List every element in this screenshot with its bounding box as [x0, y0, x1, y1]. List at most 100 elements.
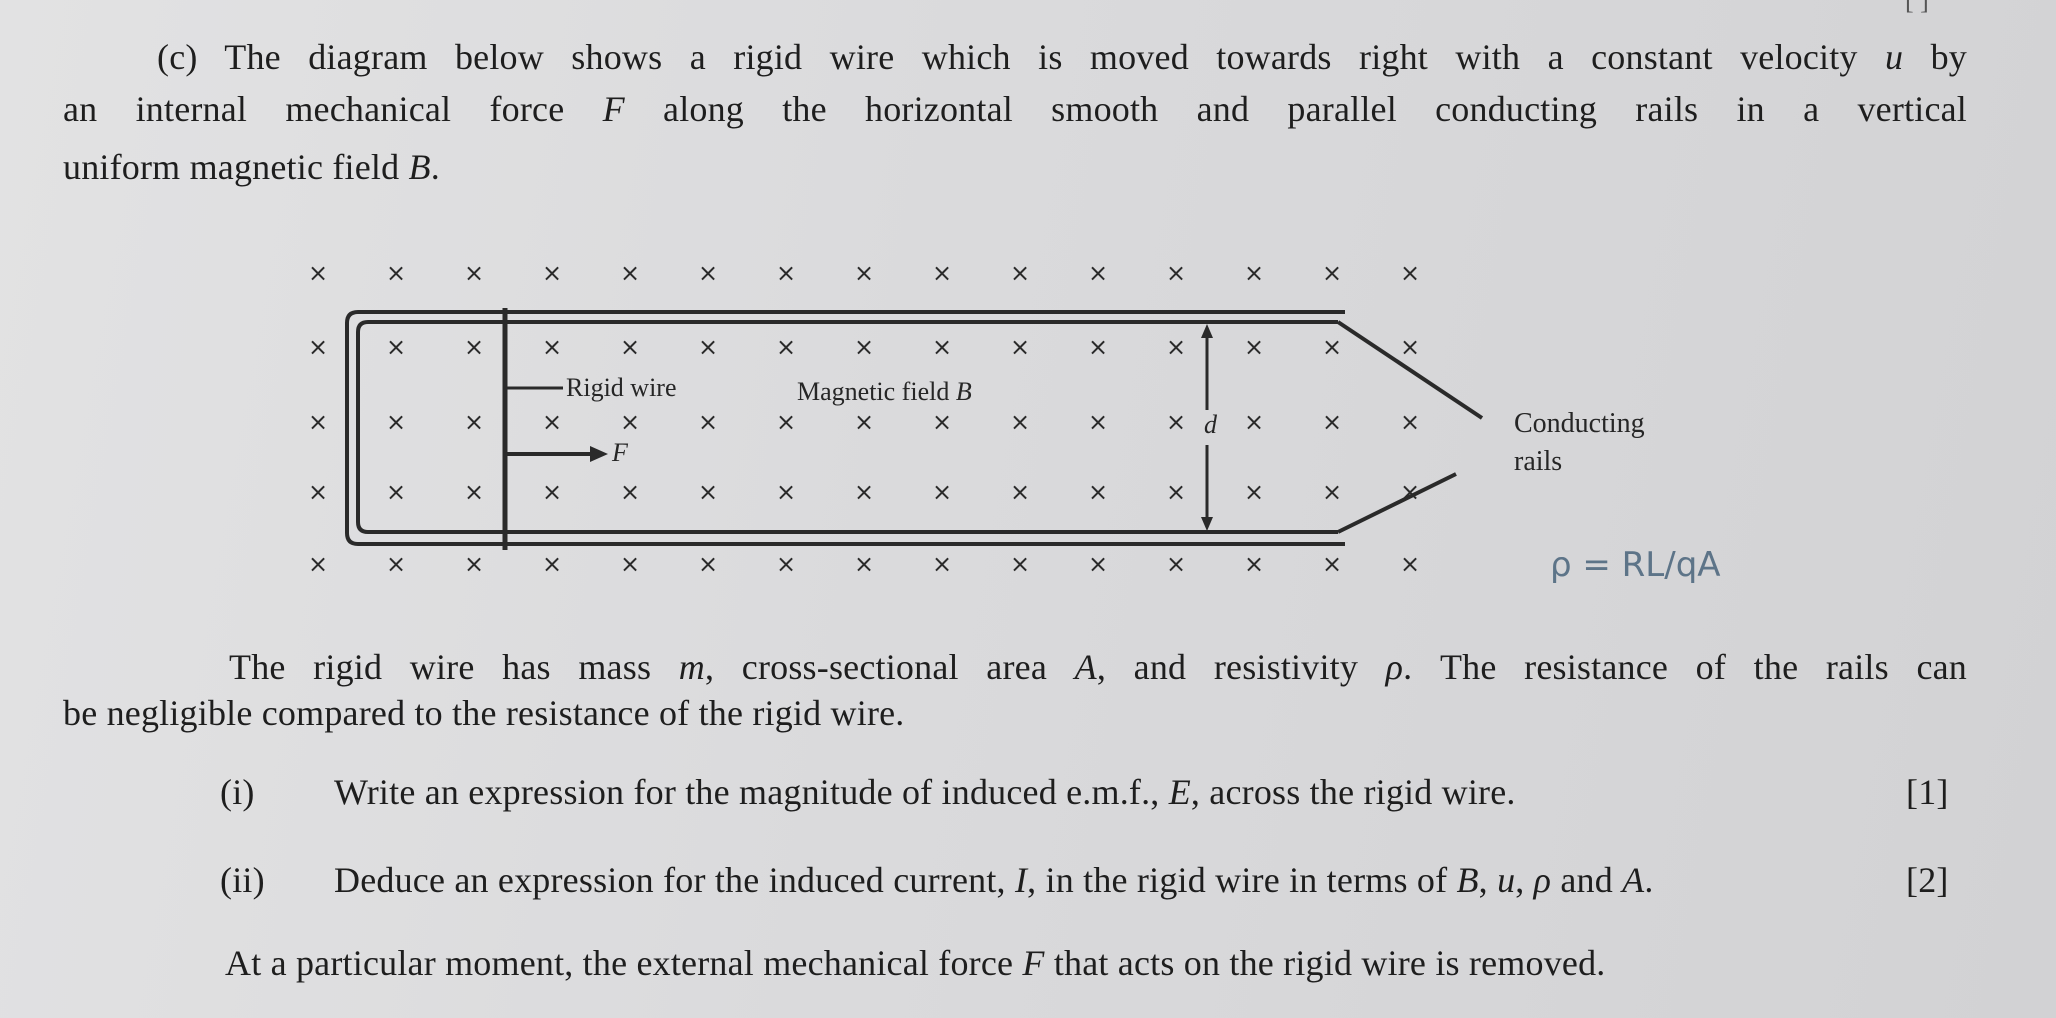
field-cross: × [1399, 259, 1421, 287]
force-arrowhead [590, 446, 608, 462]
field-cross: × [307, 550, 329, 578]
field-cross: × [541, 550, 563, 578]
field-cross: × [931, 408, 953, 436]
field-cross: × [463, 550, 485, 578]
field-cross: × [697, 333, 719, 361]
field-cross: × [463, 478, 485, 506]
field-cross: × [1243, 333, 1265, 361]
d-arrowhead-bottom [1201, 517, 1213, 531]
field-cross: × [853, 478, 875, 506]
field-cross: × [1165, 550, 1187, 578]
field-cross: × [385, 478, 407, 506]
field-cross: × [1321, 408, 1343, 436]
field-cross: × [1243, 259, 1265, 287]
intro-line-2: an internal mechanical force F along the… [63, 89, 1968, 129]
field-cross: × [1399, 550, 1421, 578]
field-cross: × [1087, 333, 1109, 361]
field-cross: × [775, 550, 797, 578]
field-cross: × [385, 259, 407, 287]
field-cross: × [541, 259, 563, 287]
field-cross: × [1087, 408, 1109, 436]
field-cross: × [619, 550, 641, 578]
field-cross: × [385, 333, 407, 361]
field-cross: × [931, 333, 953, 361]
magnetic-field-label: Magnetic field B [797, 377, 972, 406]
field-cross: × [1009, 550, 1031, 578]
field-cross: × [853, 333, 875, 361]
field-cross: × [775, 478, 797, 506]
field-cross: × [1087, 478, 1109, 506]
corner-mark: [ ] [1905, 0, 1929, 15]
field-cross: × [541, 478, 563, 506]
field-cross: × [463, 259, 485, 287]
rails-label-line-1: Conducting [1514, 408, 1645, 439]
field-cross: × [1087, 259, 1109, 287]
field-cross: × [619, 333, 641, 361]
field-cross: × [1399, 333, 1421, 361]
field-cross: × [1009, 408, 1031, 436]
rigid-wire-label: Rigid wire [566, 373, 677, 402]
field-cross: × [775, 259, 797, 287]
field-cross: × [775, 333, 797, 361]
d-arrowhead-top [1201, 324, 1213, 338]
field-cross: × [1165, 333, 1187, 361]
field-cross: × [1009, 333, 1031, 361]
rail-pointer-bottom [1337, 472, 1457, 534]
field-cross: × [307, 333, 329, 361]
field-cross: × [463, 408, 485, 436]
field-cross: × [1243, 550, 1265, 578]
field-cross: × [1243, 408, 1265, 436]
field-cross: × [1165, 478, 1187, 506]
field-cross: × [697, 478, 719, 506]
field-cross: × [619, 259, 641, 287]
field-cross: × [619, 478, 641, 506]
question-marks: [1] [1906, 772, 1949, 812]
question-text: Write an expression for the magnitude of… [334, 772, 1516, 812]
field-cross: × [541, 333, 563, 361]
question-text: Deduce an expression for the induced cur… [334, 860, 1654, 900]
field-cross: × [307, 478, 329, 506]
question-number: (i) [220, 772, 255, 812]
field-cross: × [1009, 478, 1031, 506]
field-cross: × [1165, 259, 1187, 287]
intro-line-1: (c) The diagram below shows a rigid wire… [157, 37, 1967, 77]
inner-rail [356, 320, 1338, 534]
field-cross: × [307, 259, 329, 287]
field-cross: × [853, 550, 875, 578]
field-cross: × [1321, 259, 1343, 287]
field-cross: × [1321, 550, 1343, 578]
field-cross: × [775, 408, 797, 436]
question-number: (ii) [220, 860, 265, 900]
field-cross: × [853, 259, 875, 287]
field-cross: × [1009, 259, 1031, 287]
field-cross: × [931, 478, 953, 506]
field-cross: × [541, 408, 563, 436]
field-cross: × [1321, 478, 1343, 506]
separation-label: d [1204, 410, 1217, 439]
paragraph-line-1: The rigid wire has mass m, cross-section… [229, 647, 1968, 687]
field-cross: × [697, 550, 719, 578]
rails-label-line-2: rails [1514, 446, 1563, 477]
field-cross: × [1399, 408, 1421, 436]
field-cross: × [385, 408, 407, 436]
field-cross: × [697, 259, 719, 287]
field-cross: × [1243, 478, 1265, 506]
field-cross: × [619, 408, 641, 436]
field-cross: × [1399, 478, 1421, 506]
question-marks: [2] [1906, 860, 1949, 900]
field-cross: × [1165, 408, 1187, 436]
paragraph-line-2: be negligible compared to the resistance… [63, 693, 905, 733]
field-cross: × [463, 333, 485, 361]
field-cross: × [385, 550, 407, 578]
closing-line: At a particular moment, the external mec… [225, 943, 1606, 983]
field-cross: × [931, 550, 953, 578]
field-cross: × [853, 408, 875, 436]
field-cross: × [1321, 333, 1343, 361]
field-cross: × [1087, 550, 1109, 578]
rail-pointer-top [1336, 320, 1484, 420]
field-cross: × [931, 259, 953, 287]
outer-rail [345, 310, 1345, 546]
intro-line-3: uniform magnetic field B. [63, 147, 440, 187]
force-label: F [612, 438, 628, 467]
